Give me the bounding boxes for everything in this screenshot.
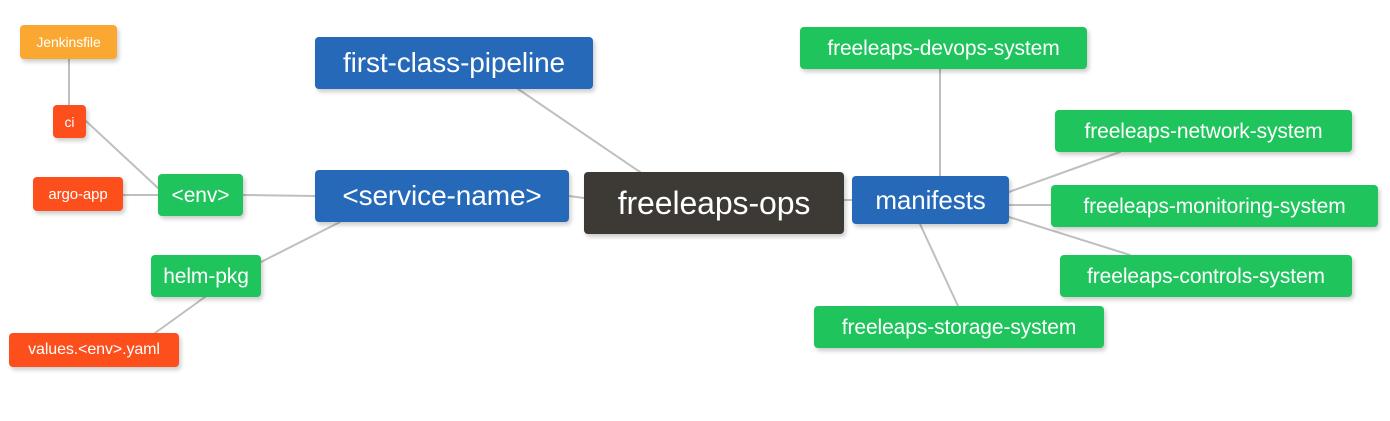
mindmap-node-manifests[interactable]: manifests [852,176,1009,224]
mindmap-node-env[interactable]: <env> [158,174,243,216]
edge-first-class-pipeline-to-freeleaps-ops [517,88,641,173]
mindmap-node-freeleaps-storage-system[interactable]: freeleaps-storage-system [814,306,1104,348]
edge-manifests-to-freeleaps-storage-system [919,223,959,307]
edge-env-to-service-name [242,194,316,197]
mindmap-node-label: ci [64,113,75,130]
mindmap-node-label: argo-app [48,185,108,203]
mindmap-node-first-class-pipeline[interactable]: first-class-pipeline [315,37,593,89]
mindmap-node-label: manifests [875,185,986,215]
mindmap-node-label: first-class-pipeline [342,47,566,78]
mindmap-node-ci[interactable]: ci [53,105,86,138]
mindmap-node-label: values.<env>.yaml [28,341,160,358]
mindmap-node-service-name[interactable]: <service-name> [315,170,569,222]
mindmap-node-label: freeleaps-monitoring-system [1083,194,1346,218]
mindmap-node-jenkinsfile[interactable]: Jenkinsfile [20,25,117,59]
mindmap-node-label: freeleaps-storage-system [841,315,1077,339]
mindmap-node-label: <service-name> [342,180,542,211]
mindmap-node-freeleaps-network-system[interactable]: freeleaps-network-system [1055,110,1352,152]
mindmap-node-label: freeleaps-controls-system [1087,264,1325,288]
mindmap-node-label: freeleaps-network-system [1084,119,1323,143]
mindmap-node-label: helm-pkg [163,264,249,288]
mindmap-node-label: <env> [171,183,230,207]
edge-values-yaml-to-helm-pkg [154,296,206,334]
mindmap-node-label: Jenkinsfile [36,34,101,50]
mindmap-node-helm-pkg[interactable]: helm-pkg [151,255,261,297]
edge-helm-pkg-to-service-name [260,221,341,263]
mindmap-node-label: freeleaps-devops-system [827,36,1060,60]
edge-service-name-to-freeleaps-ops [568,195,585,199]
mindmap-node-freeleaps-ops[interactable]: freeleaps-ops [584,172,844,234]
mindmap-node-values-yaml[interactable]: values.<env>.yaml [9,333,179,367]
mindmap-node-freeleaps-controls-system[interactable]: freeleaps-controls-system [1060,255,1352,297]
mindmap-node-freeleaps-devops-system[interactable]: freeleaps-devops-system [800,27,1087,69]
mindmap-node-label: freeleaps-ops [617,185,811,221]
mindmap-node-freeleaps-monitoring-system[interactable]: freeleaps-monitoring-system [1051,185,1378,227]
mindmap-node-argo-app[interactable]: argo-app [33,177,123,211]
